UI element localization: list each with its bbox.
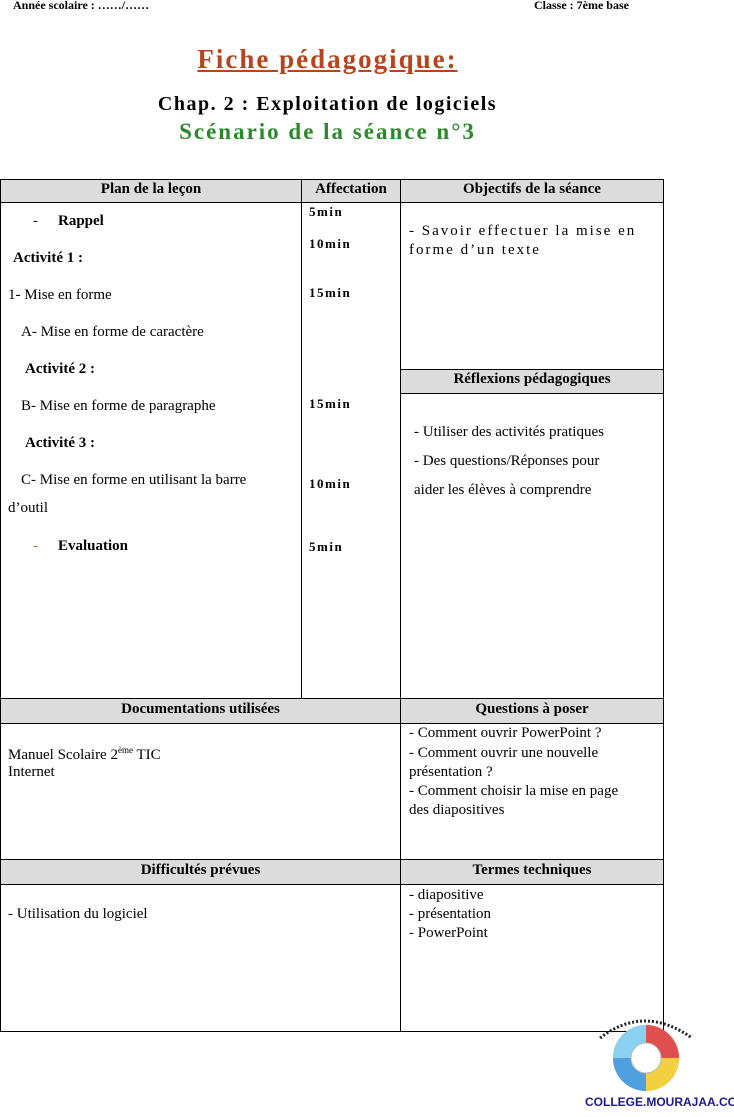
time-activity-1: 10min: [309, 236, 352, 251]
question-3-cont: des diapositives: [409, 802, 505, 818]
difficulty-1: - Utilisation du logiciel: [8, 906, 148, 922]
logo-text: COLLEGE.MOURAJAA.COM: [585, 1095, 734, 1109]
plan-dash: -: [33, 213, 38, 229]
scenario-title: Scénario de la séance n°3: [179, 119, 476, 144]
objectives-header: Objectifs de la séance: [463, 181, 601, 197]
reflexions-header-fill: [401, 370, 663, 393]
plan-activity-3: Activité 3 :: [25, 435, 95, 451]
plan-rappel: Rappel: [58, 213, 104, 229]
time-rappel: 5min: [309, 204, 344, 219]
plan-item-a: A- Mise en forme de caractère: [21, 324, 204, 340]
class-label: Classe : 7ème base: [534, 0, 629, 12]
plan-item-c: C- Mise en forme en utilisant la barre: [21, 472, 247, 488]
plan-dash-2: -: [33, 538, 38, 554]
plan-item-c-cont: d’outil: [8, 500, 48, 516]
time-activity-2: 15min: [309, 396, 352, 411]
plan-mise-en-forme: 1- Mise en forme: [8, 287, 112, 303]
doc-manual: Manuel Scolaire 2ème TIC: [8, 745, 161, 763]
plan-item-b: B- Mise en forme de paragraphe: [21, 398, 216, 414]
question-3: - Comment choisir la mise en page: [409, 783, 619, 799]
affectation-header: Affectation: [315, 181, 387, 197]
reflexion-3: aider les élèves à comprendre: [414, 482, 592, 498]
objective-line-1: - Savoir effectuer la mise en: [409, 223, 637, 239]
questions-header: Questions à poser: [475, 701, 589, 717]
plan-activity-2: Activité 2 :: [25, 361, 95, 377]
school-year-label: Année scolaire : ……/……: [13, 0, 150, 12]
question-2-cont: présentation ?: [409, 764, 493, 780]
term-1: - diapositive: [409, 887, 484, 903]
college-logo-icon: [599, 1019, 693, 1091]
question-1: - Comment ouvrir PowerPoint ?: [409, 725, 602, 741]
plan-activity-1: Activité 1 :: [13, 250, 83, 266]
header-row-fill: [1, 180, 663, 202]
time-mise: 15min: [309, 285, 352, 300]
docs-header: Documentations utilisées: [121, 701, 280, 717]
page-title: Fiche pédagogique:: [197, 44, 458, 74]
term-2: - présentation: [409, 906, 492, 922]
time-activity-3: 10min: [309, 476, 352, 491]
terms-header: Termes techniques: [472, 862, 592, 878]
docs-header-fill: [1, 699, 663, 723]
question-2: - Comment ouvrir une nouvelle: [409, 745, 599, 761]
plan-evaluation: Evaluation: [58, 538, 129, 554]
plan-header: Plan de la leçon: [100, 181, 202, 197]
objective-line-2: forme d’un texte: [409, 242, 541, 258]
time-evaluation: 5min: [309, 539, 344, 554]
term-3: - PowerPoint: [409, 925, 488, 941]
chapter-title: Chap. 2 : Exploitation de logiciels: [157, 93, 498, 115]
reflexion-2: - Des questions/Réponses pour: [414, 453, 600, 469]
diff-header-fill: [1, 860, 663, 884]
difficulties-header: Difficultés prévues: [140, 862, 261, 878]
reflexion-1: - Utiliser des activités pratiques: [414, 424, 604, 440]
reflexions-header: Réflexions pédagogiques: [453, 371, 611, 387]
doc-internet: Internet: [8, 764, 55, 780]
